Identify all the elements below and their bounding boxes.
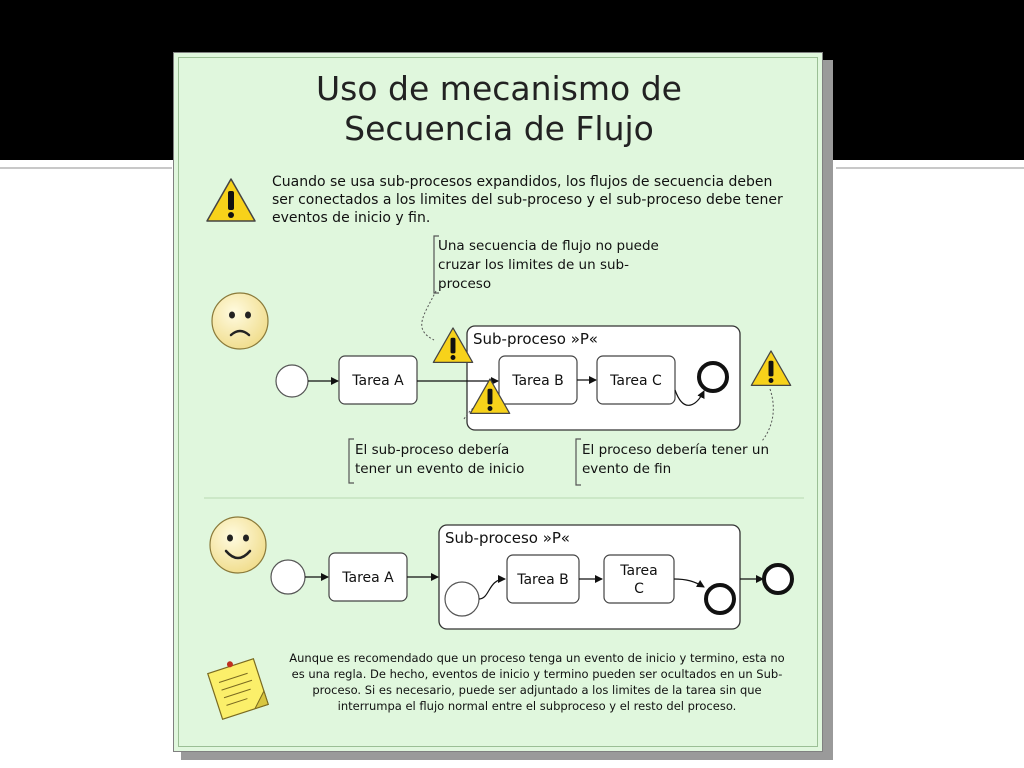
warning-triangle-icon [206, 178, 256, 222]
callout-start-bracket [348, 438, 354, 484]
task-c-right-label-1: Tarea [619, 563, 657, 579]
subprocess-wrong-label: Sub-proceso »P« [473, 330, 598, 348]
callout-end-event: El proceso debería tener un evento de fi… [582, 442, 769, 477]
callout-boundary: Una secuencia de flujo no puede cruzar l… [438, 238, 659, 292]
task-c-right-label-2: C [634, 581, 644, 597]
diagram: Sub-proceso »P« Tarea A Tarea B Tarea C [204, 178, 804, 720]
happy-face-icon [209, 516, 267, 574]
divider-right [836, 167, 1024, 169]
callout-top-connector [421, 290, 437, 341]
sticky-note-icon [207, 658, 269, 720]
task-a-right-label: Tarea A [341, 570, 394, 586]
end-event-wrong [697, 361, 729, 393]
start-event-right [270, 559, 306, 595]
sad-face-icon [211, 292, 269, 350]
task-b-wrong-label: Tarea B [511, 373, 564, 389]
start-event-wrong [275, 364, 309, 398]
callout-top-bracket [433, 235, 439, 294]
title-line-2: Secuencia de Flujo [344, 109, 654, 148]
task-a-wrong-label: Tarea A [351, 373, 404, 389]
slide-card: Uso de mecanismo de Secuencia de Flujo [173, 52, 823, 752]
card-inner-border [178, 57, 818, 747]
warning-end-icon [750, 350, 792, 387]
title-line-1: Uso de mecanismo de [316, 69, 682, 108]
task-c-wrong-label: Tarea C [609, 373, 662, 389]
note-text: Aunque es recomendado que un proceso ten… [289, 651, 785, 713]
flow-inner-start-to-b [478, 575, 506, 600]
flow-c-to-end [674, 389, 705, 406]
callout-start-event: El sub-proceso debería tener un evento d… [355, 442, 525, 477]
flow-c-to-inner-end [673, 578, 705, 588]
inner-start-event [444, 581, 480, 617]
subprocess-right-label: Sub-proceso »P« [445, 529, 570, 547]
end-event-right [762, 563, 794, 595]
slide-title: Uso de mecanismo de Secuencia de Flujo [174, 69, 822, 149]
task-b-right-label: Tarea B [516, 572, 569, 588]
intro-text: Cuando se usa sub-procesos expandidos, l… [272, 174, 783, 226]
callout-end-connector [761, 388, 774, 442]
callout-start-connector [463, 396, 495, 420]
divider-left [0, 167, 172, 169]
inner-end-event [704, 583, 736, 615]
task-c-wrong[interactable] [596, 355, 676, 405]
callout-end-bracket [575, 438, 581, 486]
task-a-wrong[interactable] [338, 355, 418, 405]
